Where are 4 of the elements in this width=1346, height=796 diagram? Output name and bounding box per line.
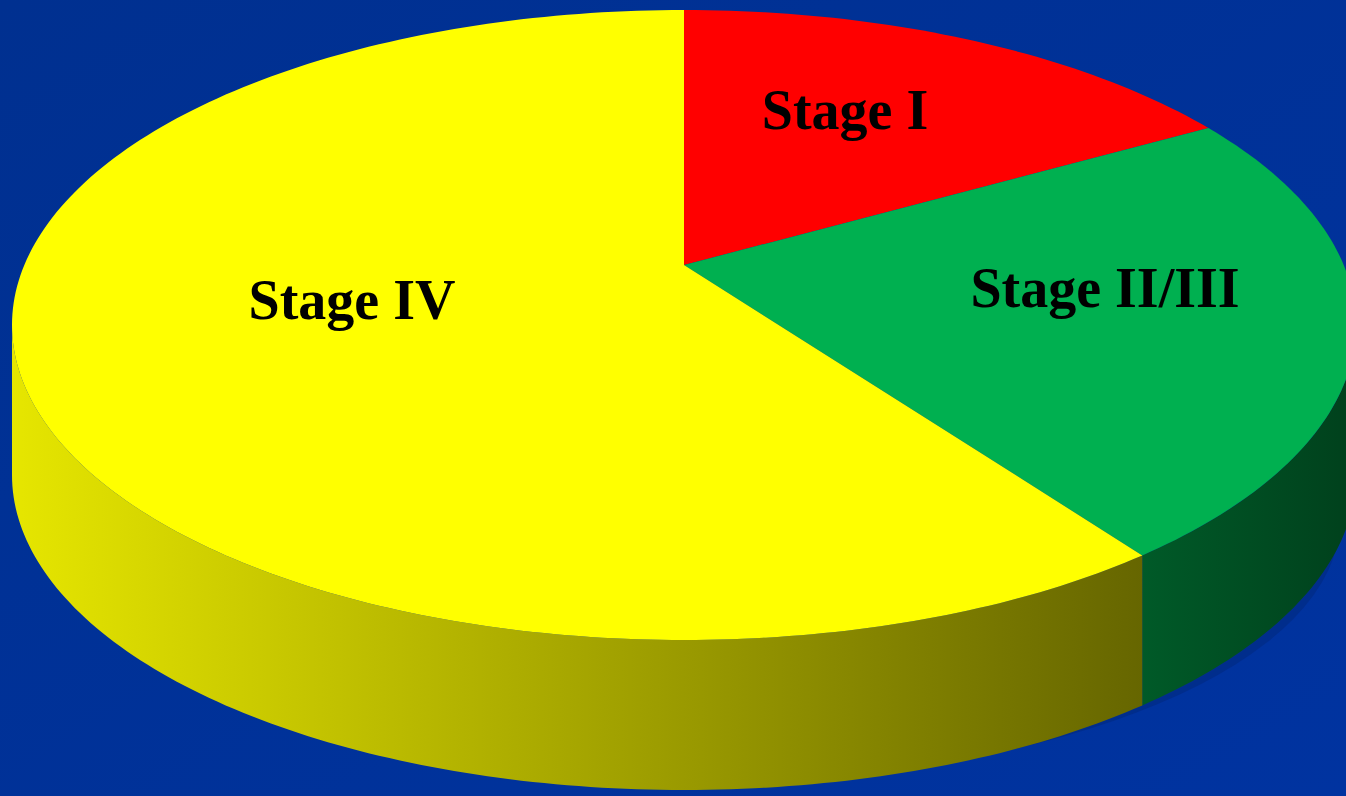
slice-label: Stage IV xyxy=(248,268,456,333)
slice-label: Stage II/III xyxy=(970,256,1240,321)
pie-slice xyxy=(684,10,1209,265)
slice-label: Stage I xyxy=(761,78,929,143)
